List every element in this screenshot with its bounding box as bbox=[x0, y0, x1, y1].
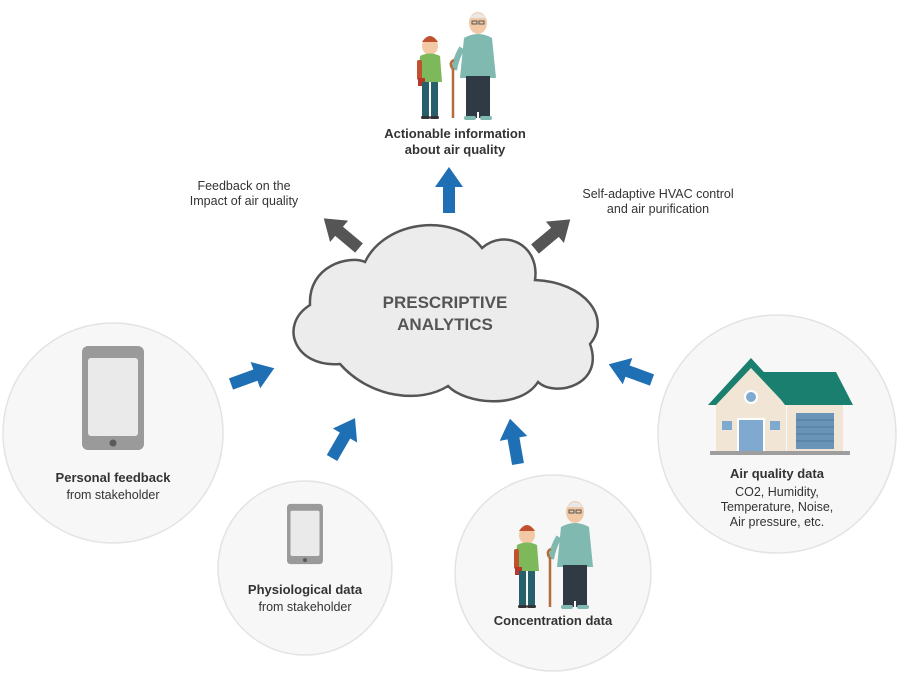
physiological-data-subtitle: from stakeholder bbox=[258, 600, 351, 614]
personal-feedback-node: Personal feedback from stakeholder bbox=[2, 322, 224, 544]
personal-feedback-subtitle: from stakeholder bbox=[66, 488, 159, 502]
smartphone-icon bbox=[82, 346, 144, 450]
physiological-input-arrow bbox=[319, 411, 368, 465]
smartphone-icon bbox=[287, 503, 323, 565]
right-output-line1: Self-adaptive HVAC control bbox=[582, 187, 733, 201]
air-quality-data-line3: Air pressure, etc. bbox=[730, 515, 824, 529]
top-output-line1: Actionable information bbox=[384, 126, 526, 141]
concentration-input-arrow bbox=[496, 416, 532, 467]
personal-feedback-title: Personal feedback bbox=[56, 470, 172, 485]
left-output-arrow bbox=[314, 207, 368, 259]
top-output-line2: about air quality bbox=[405, 142, 506, 157]
concentration-data-title: Concentration data bbox=[494, 613, 613, 628]
elderly-person-icon bbox=[451, 12, 496, 120]
top-output-group: Actionable information about air quality bbox=[384, 12, 526, 157]
air-quality-data-line2: Temperature, Noise, bbox=[721, 500, 834, 514]
left-output-line1: Feedback on the bbox=[197, 179, 290, 193]
top-output-arrow bbox=[435, 167, 463, 213]
cloud-shape bbox=[292, 224, 599, 403]
air-quality-data-line1: CO2, Humidity, bbox=[735, 485, 819, 499]
node-circle bbox=[454, 474, 652, 672]
child-icon bbox=[417, 36, 442, 119]
left-output-line2: Impact of air quality bbox=[190, 194, 299, 208]
center-title-line2: ANALYTICS bbox=[397, 315, 493, 334]
air-quality-data-node: Air quality data CO2, Humidity, Temperat… bbox=[657, 314, 897, 554]
physiological-data-title: Physiological data bbox=[248, 582, 363, 597]
node-circle bbox=[217, 480, 393, 656]
right-output-line2: and air purification bbox=[607, 202, 709, 216]
house-icon bbox=[708, 358, 853, 455]
concentration-data-node: Concentration data bbox=[454, 474, 652, 672]
analytics-cloud: PRESCRIPTIVE ANALYTICS bbox=[292, 224, 599, 403]
physiological-data-node: Physiological data from stakeholder bbox=[217, 480, 393, 656]
right-output-arrow bbox=[526, 208, 580, 260]
center-title-line1: PRESCRIPTIVE bbox=[383, 293, 508, 312]
personal-feedback-input-arrow bbox=[226, 355, 280, 398]
air-quality-data-title: Air quality data bbox=[730, 466, 825, 481]
air-quality-input-arrow bbox=[603, 351, 657, 394]
